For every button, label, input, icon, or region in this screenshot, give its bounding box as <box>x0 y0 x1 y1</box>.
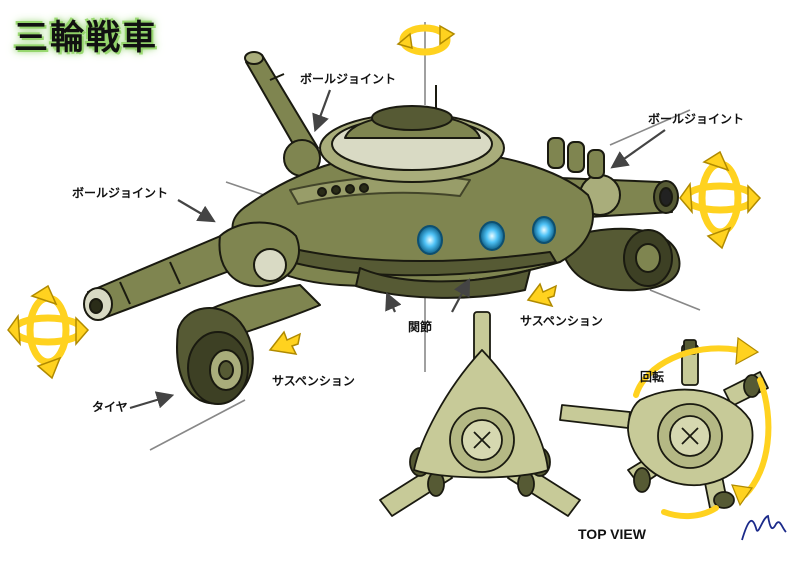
rotation-arrow-icon <box>396 24 456 56</box>
label-rotation: 回転 <box>640 370 665 384</box>
page-title: 三輪戦車 <box>14 18 158 58</box>
upper-left-barrel <box>244 51 319 157</box>
rotation-arc-heads <box>731 336 760 507</box>
label-tire: タイヤ <box>92 400 128 414</box>
ball-joint-front <box>253 248 287 282</box>
rotation-arc-icon <box>633 345 772 520</box>
artist-signature <box>741 514 787 541</box>
main-tank <box>83 51 681 405</box>
pointer-arrow-icon <box>129 89 666 410</box>
main-cannon <box>83 221 300 321</box>
blue-lights <box>417 216 556 255</box>
label-suspension-left: サスペンション <box>272 374 355 388</box>
label-joint: 関節 <box>408 320 433 334</box>
label-ball-joint-top: ボールジョイント <box>300 72 397 86</box>
double-arrow-icon <box>268 282 558 355</box>
dome-turret <box>319 85 505 183</box>
top-view-straight <box>379 311 581 517</box>
label-ball-joint-left: ボールジョイント <box>72 186 169 200</box>
side-ports <box>317 183 369 197</box>
rear-right-wheel <box>559 227 681 292</box>
exhaust-pipes <box>547 137 605 179</box>
label-top-view: TOP VIEW <box>578 526 646 542</box>
label-ball-joint-right: ボールジョイント <box>648 112 745 126</box>
top-view-rotated <box>559 339 769 509</box>
rotation-arrow-icon <box>7 284 90 380</box>
label-suspension-right: サスペンション <box>520 314 603 328</box>
rotation-arrow-icon <box>679 150 762 250</box>
front-wheel-assembly <box>176 284 321 405</box>
